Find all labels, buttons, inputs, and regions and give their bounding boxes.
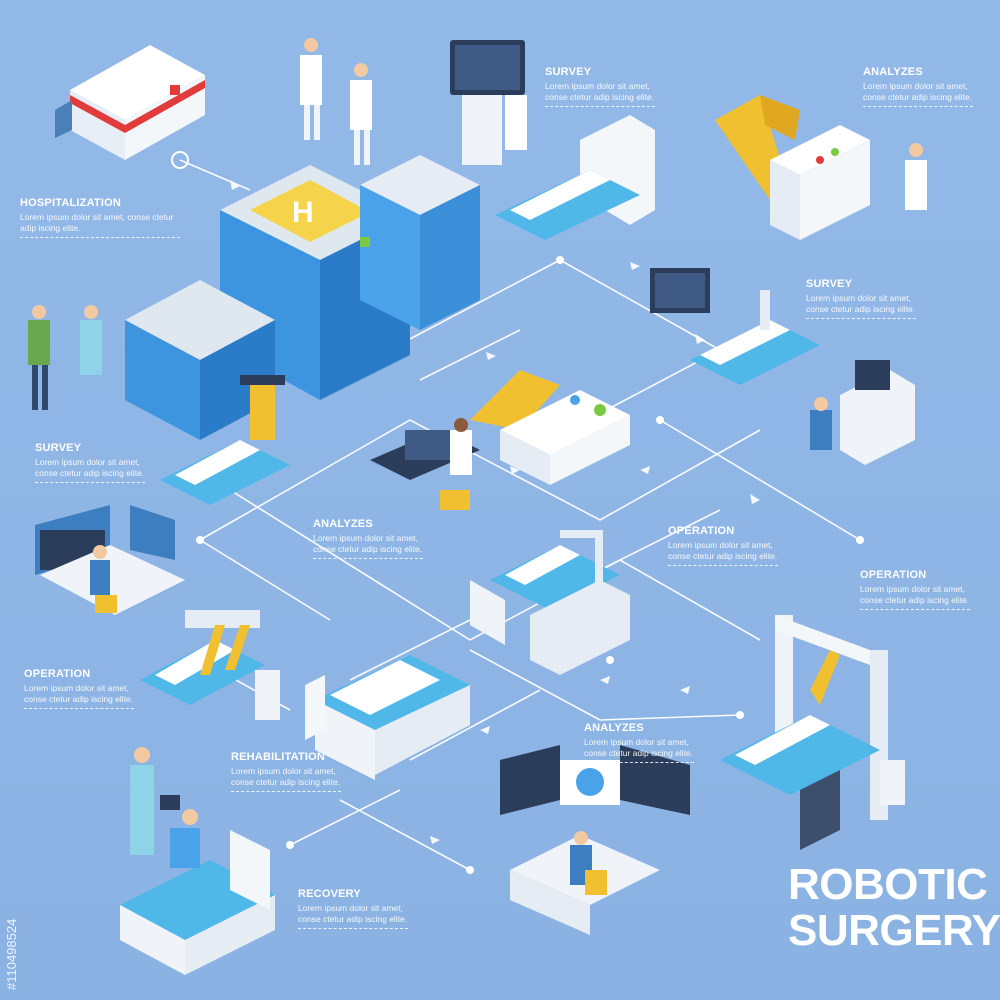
central-lab-icon: [370, 370, 630, 510]
step-hospitalization: HOSPITALIZATION Lorem ipsum dolor sit am…: [20, 197, 180, 238]
step-underline: [298, 928, 408, 929]
title-line-2: SURGERY: [788, 908, 1000, 954]
central-operation-icon: [470, 530, 630, 675]
step-heading: REHABILITATION: [231, 751, 341, 763]
title-line-1: ROBOTIC: [788, 862, 1000, 908]
step-analyzes-2: ANALYZES Lorem ipsum dolor sit amet, con…: [313, 518, 423, 559]
step-recovery: RECOVERY Lorem ipsum dolor sit amet, con…: [298, 888, 408, 929]
step-survey-3: SURVEY Lorem ipsum dolor sit amet, conse…: [35, 442, 145, 483]
step-heading: OPERATION: [24, 668, 134, 680]
step-underline: [860, 609, 970, 610]
step-heading: OPERATION: [860, 569, 970, 581]
step-body: Lorem ipsum dolor sit amet, conse ctetur…: [863, 81, 973, 102]
doctors-meeting-icon: [300, 38, 372, 165]
step-body: Lorem ipsum dolor sit amet, conse ctetur…: [545, 81, 655, 102]
step-underline: [668, 565, 778, 566]
step-operation-2: OPERATION Lorem ipsum dolor sit amet, co…: [860, 569, 970, 610]
step-heading: HOSPITALIZATION: [20, 197, 180, 209]
analyzes-console-icon: [500, 745, 690, 935]
control-console-icon: [35, 505, 185, 615]
step-underline: [20, 237, 180, 238]
step-heading: RECOVERY: [298, 888, 408, 900]
step-analyzes-3: ANALYZES Lorem ipsum dolor sit amet, con…: [584, 722, 694, 763]
step-underline: [806, 318, 916, 319]
step-operation-3: OPERATION Lorem ipsum dolor sit amet, co…: [24, 668, 134, 709]
step-underline: [35, 482, 145, 483]
step-heading: SURVEY: [545, 66, 655, 78]
step-underline: [231, 791, 341, 792]
step-body: Lorem ipsum dolor sit amet, conse ctetur…: [668, 540, 778, 561]
ambulance-icon: [55, 45, 205, 160]
step-heading: SURVEY: [35, 442, 145, 454]
step-underline: [545, 106, 655, 107]
step-heading: OPERATION: [668, 525, 778, 537]
step-body: Lorem ipsum dolor sit amet, conse ctetur…: [584, 737, 694, 758]
step-survey-1: SURVEY Lorem ipsum dolor sit amet, conse…: [545, 66, 655, 107]
step-body: Lorem ipsum dolor sit amet, conse ctetur…: [231, 766, 341, 787]
step-body: Lorem ipsum dolor sit amet, conse ctetur…: [860, 584, 970, 605]
operation-robot-right-icon: [720, 615, 905, 850]
step-underline: [313, 558, 423, 559]
step-heading: SURVEY: [806, 278, 916, 290]
step-underline: [863, 106, 973, 107]
step-body: Lorem ipsum dolor sit amet, conse ctetur…: [20, 212, 180, 233]
step-heading: ANALYZES: [863, 66, 973, 78]
robotic-arm-lab-icon: [715, 95, 927, 240]
step-body: Lorem ipsum dolor sit amet, conse ctetur…: [35, 457, 145, 478]
step-underline: [24, 708, 134, 709]
patient-with-doctor-icon: [28, 305, 102, 410]
step-body: Lorem ipsum dolor sit amet, conse ctetur…: [298, 903, 408, 924]
step-body: Lorem ipsum dolor sit amet, conse ctetur…: [806, 293, 916, 314]
svg-text:H: H: [292, 196, 314, 229]
infographic-title: ROBOTIC SURGERY: [788, 862, 1000, 954]
stock-id-watermark: #110498524: [4, 919, 19, 990]
step-operation-1: OPERATION Lorem ipsum dolor sit amet, co…: [668, 525, 778, 566]
step-underline: [584, 762, 694, 763]
step-heading: ANALYZES: [584, 722, 694, 734]
operation-robot-left-icon: [140, 610, 280, 720]
step-body: Lorem ipsum dolor sit amet, conse ctetur…: [313, 533, 423, 554]
step-heading: ANALYZES: [313, 518, 423, 530]
step-rehabilitation: REHABILITATION Lorem ipsum dolor sit ame…: [231, 751, 341, 792]
step-survey-2: SURVEY Lorem ipsum dolor sit amet, conse…: [806, 278, 916, 319]
step-body: Lorem ipsum dolor sit amet, conse ctetur…: [24, 683, 134, 704]
step-analyzes-1: ANALYZES Lorem ipsum dolor sit amet, con…: [863, 66, 973, 107]
